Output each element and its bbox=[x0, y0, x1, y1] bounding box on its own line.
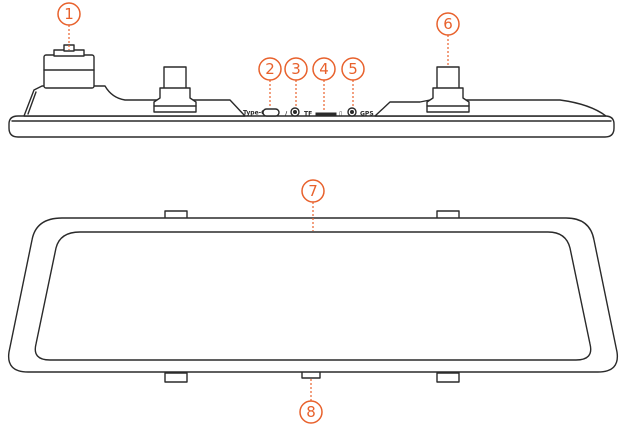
right-housing bbox=[375, 100, 606, 116]
front-view bbox=[9, 211, 618, 382]
callout-1-label: 1 bbox=[64, 5, 74, 23]
callout-7-label: 7 bbox=[308, 182, 318, 200]
mirror-screen bbox=[35, 232, 590, 360]
callout-6-label: 6 bbox=[443, 15, 453, 33]
left-housing bbox=[24, 86, 245, 116]
av-jack-center bbox=[294, 111, 297, 114]
left-strap-body bbox=[154, 88, 196, 112]
gps-label: GPS bbox=[360, 111, 374, 118]
callout-8-label: 8 bbox=[306, 403, 316, 421]
tf-card-icon: ▯ bbox=[339, 111, 342, 118]
callout-2-label: 2 bbox=[265, 60, 275, 78]
suction-mount-base bbox=[44, 55, 94, 88]
front-tab-bottom-left bbox=[165, 373, 187, 382]
tf-slot bbox=[316, 113, 336, 116]
gps-jack-center bbox=[351, 111, 354, 114]
top-view: Type-C ∕ TF ▯ GPS bbox=[9, 45, 614, 137]
front-tab-bottom-right bbox=[437, 373, 459, 382]
left-strap-top bbox=[164, 67, 186, 89]
tf-label: TF bbox=[304, 111, 312, 118]
callout-3-label: 3 bbox=[291, 60, 301, 78]
mirror-body-top bbox=[9, 116, 614, 137]
callout-5-label: 5 bbox=[348, 60, 358, 78]
right-strap-body bbox=[427, 88, 469, 112]
typec-port bbox=[263, 109, 279, 116]
right-strap-top bbox=[437, 67, 459, 89]
callout-4-label: 4 bbox=[319, 60, 329, 78]
